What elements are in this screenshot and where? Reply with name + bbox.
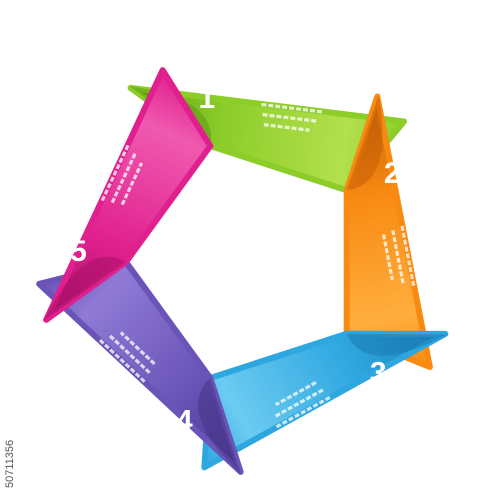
step-number-5: 5 bbox=[70, 235, 87, 268]
ribbon-segments bbox=[36, 67, 449, 475]
placeholder-line bbox=[421, 228, 435, 283]
placeholder-line bbox=[269, 73, 332, 85]
placeholder-line bbox=[381, 234, 394, 280]
ribbon-fold-4 bbox=[198, 378, 241, 474]
placeholder-line bbox=[261, 102, 324, 114]
placeholder-line bbox=[74, 356, 123, 402]
step-number-3: 3 bbox=[370, 356, 387, 389]
text-placeholders bbox=[74, 73, 446, 457]
placeholder-line bbox=[98, 338, 146, 383]
step-numbers: 1 2 3 4 5 bbox=[70, 82, 400, 438]
placeholder-line bbox=[274, 381, 317, 407]
step-number-1: 1 bbox=[199, 82, 216, 115]
ribbon-fold-2 bbox=[346, 94, 383, 191]
placeholder-line bbox=[108, 334, 151, 374]
placeholder-line bbox=[119, 331, 156, 366]
placeholder-line bbox=[96, 349, 132, 384]
placeholder-line bbox=[430, 224, 446, 287]
placeholder-line bbox=[411, 233, 424, 279]
placeholder-line bbox=[391, 229, 405, 284]
ribbon-fold-3 bbox=[346, 333, 448, 356]
placeholder-line bbox=[85, 353, 127, 393]
placeholder-line bbox=[274, 388, 324, 418]
placeholder-line bbox=[75, 126, 106, 185]
stock-id-text: 50711356 bbox=[4, 440, 16, 488]
step-number-2: 2 bbox=[384, 157, 401, 190]
placeholder-line bbox=[274, 395, 331, 429]
placeholder-line bbox=[285, 409, 328, 435]
placeholder-line bbox=[285, 424, 341, 457]
placeholder-line bbox=[270, 84, 325, 94]
placeholder-line bbox=[262, 112, 317, 123]
placeholder-line bbox=[85, 136, 112, 187]
placeholder-line bbox=[110, 152, 137, 204]
placeholder-line bbox=[400, 225, 416, 288]
stock-id-watermark: 50711356 bbox=[4, 440, 16, 488]
ribbon-fold-5 bbox=[44, 256, 126, 321]
ribbon-segment-3 bbox=[201, 330, 449, 471]
placeholder-line bbox=[120, 162, 144, 206]
placeholder-line bbox=[271, 94, 318, 103]
placeholder-line bbox=[285, 416, 334, 446]
placeholder-line bbox=[100, 143, 130, 202]
placeholder-line bbox=[263, 123, 310, 132]
placeholder-line bbox=[95, 145, 119, 189]
step-number-4: 4 bbox=[176, 405, 193, 438]
